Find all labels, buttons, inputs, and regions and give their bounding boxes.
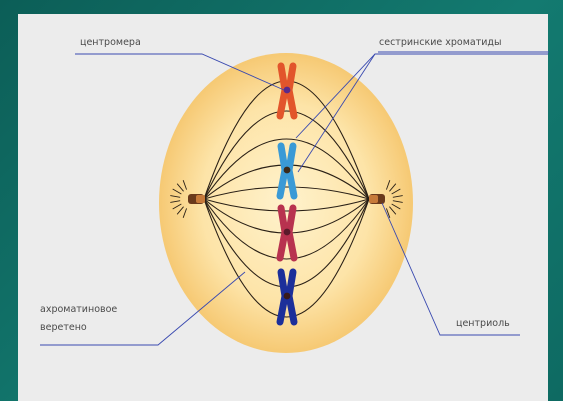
- centromere: [284, 229, 291, 236]
- spindle-label-line2: веретено: [40, 322, 87, 333]
- spindle-label-line1: ахроматиновое: [40, 304, 117, 315]
- centromere: [284, 167, 291, 174]
- centriole-label: центриоль: [456, 318, 510, 329]
- centromere: [284, 293, 291, 300]
- centromere-label: центромера: [80, 37, 141, 48]
- sister-chromatids-label: сестринские хроматиды: [379, 37, 501, 48]
- centromere: [284, 87, 291, 94]
